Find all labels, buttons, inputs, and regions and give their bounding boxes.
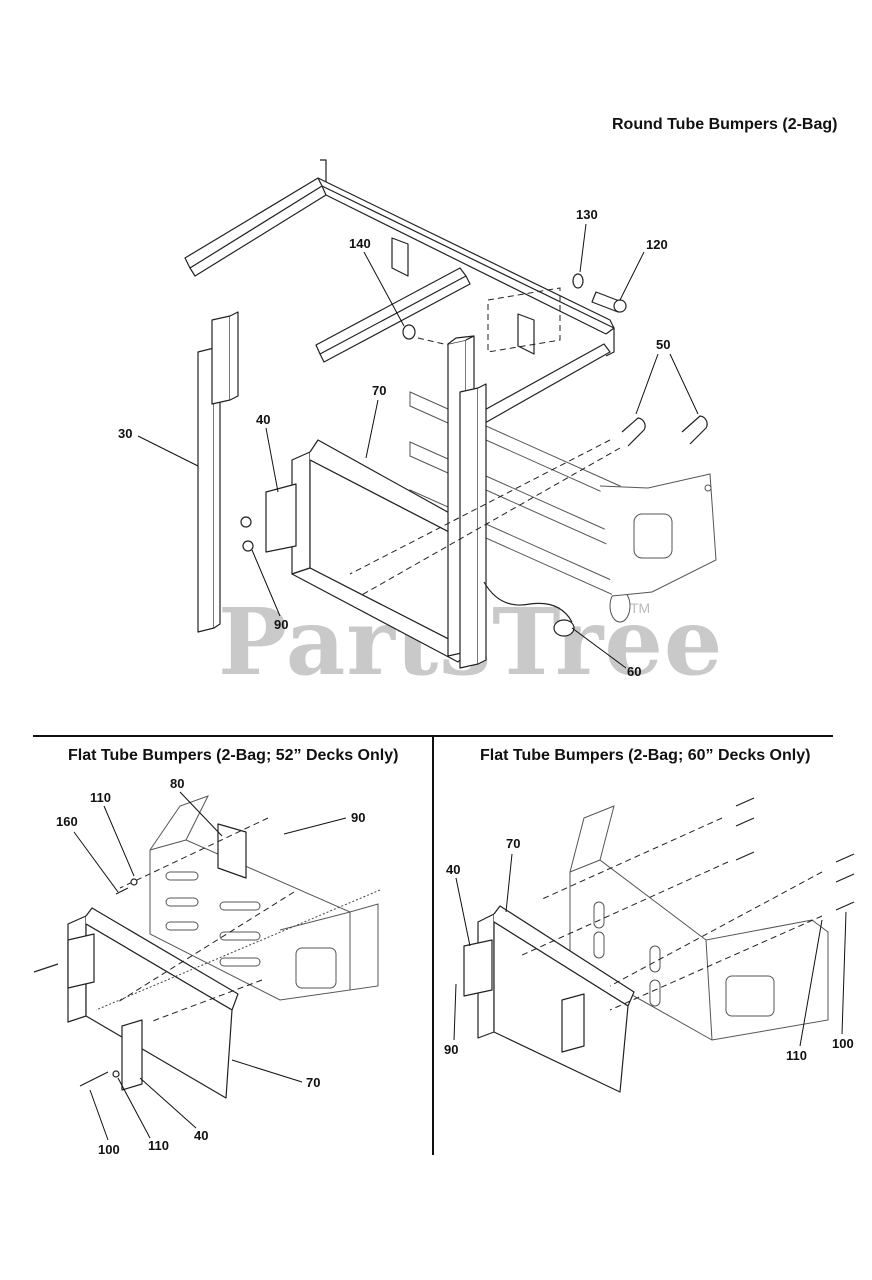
callout-120: 120	[646, 237, 668, 252]
callout-90-52: 90	[351, 810, 365, 825]
flat-60-title: Flat Tube Bumpers (2-Bag; 60” Decks Only…	[480, 747, 811, 764]
callout-100-60: 100	[832, 1036, 854, 1051]
round-tube-title: Round Tube Bumpers (2-Bag)	[612, 116, 838, 133]
callout-110-60: 110	[786, 1048, 807, 1063]
callout-110b: 110	[148, 1138, 169, 1153]
round-callouts: 130 120 140 50 30 40 70 90 60	[118, 207, 699, 679]
callout-40-52: 40	[194, 1128, 208, 1143]
upright-tubes	[447, 335, 487, 669]
washer-110	[130, 878, 138, 886]
flat-52-assembly	[33, 795, 381, 1099]
callout-110a: 110	[90, 790, 111, 805]
plate-80	[217, 823, 247, 879]
watermark-tm: TM	[630, 600, 651, 616]
spacer-140	[402, 324, 416, 340]
callout-30: 30	[118, 426, 132, 441]
hitch-pin-60	[483, 581, 575, 637]
bracket-40-60a	[463, 939, 493, 997]
callout-50: 50	[656, 337, 670, 352]
flat-52-callouts: 110 80 90 160 70 100 110 40	[56, 776, 365, 1157]
flat-60-callouts: 70 40 90 110 100	[444, 836, 854, 1063]
washer-130	[572, 273, 584, 289]
callout-60: 60	[627, 664, 641, 679]
callout-130: 130	[576, 207, 598, 222]
callout-40-60: 40	[446, 862, 460, 877]
flat-bumper-52	[149, 795, 379, 1001]
nut-90b	[242, 540, 254, 552]
bracket-40	[265, 483, 297, 553]
callout-140: 140	[349, 236, 371, 251]
u-bolts-50	[621, 415, 708, 447]
callout-90-60: 90	[444, 1042, 458, 1057]
callout-160: 160	[56, 814, 78, 829]
callout-70-52: 70	[306, 1075, 320, 1090]
bolts-60	[735, 797, 855, 911]
callout-70: 70	[372, 383, 386, 398]
callout-80: 80	[170, 776, 184, 791]
round-tube-assembly	[184, 159, 717, 669]
section-divider-vertical	[432, 737, 434, 1155]
hitch-plate-70	[291, 439, 481, 663]
mower-frame	[184, 159, 615, 430]
flat-52-title: Flat Tube Bumpers (2-Bag; 52” Decks Only…	[68, 747, 399, 764]
callout-40: 40	[256, 412, 270, 427]
callout-100-52: 100	[98, 1142, 120, 1157]
callout-90: 90	[274, 617, 288, 632]
bracket-40-52a	[67, 933, 95, 989]
nut-90a	[240, 516, 252, 528]
callout-70-60: 70	[506, 836, 520, 851]
hardware-bolt-120	[591, 291, 627, 313]
dashed-alignment	[487, 287, 561, 353]
bracket-40-60b	[561, 993, 585, 1053]
section-divider-horizontal	[33, 735, 833, 737]
bracket-40-52b	[121, 1019, 143, 1091]
flat-60-assembly	[463, 797, 855, 1093]
washer-110b	[112, 1070, 120, 1078]
tube-30	[197, 311, 239, 633]
